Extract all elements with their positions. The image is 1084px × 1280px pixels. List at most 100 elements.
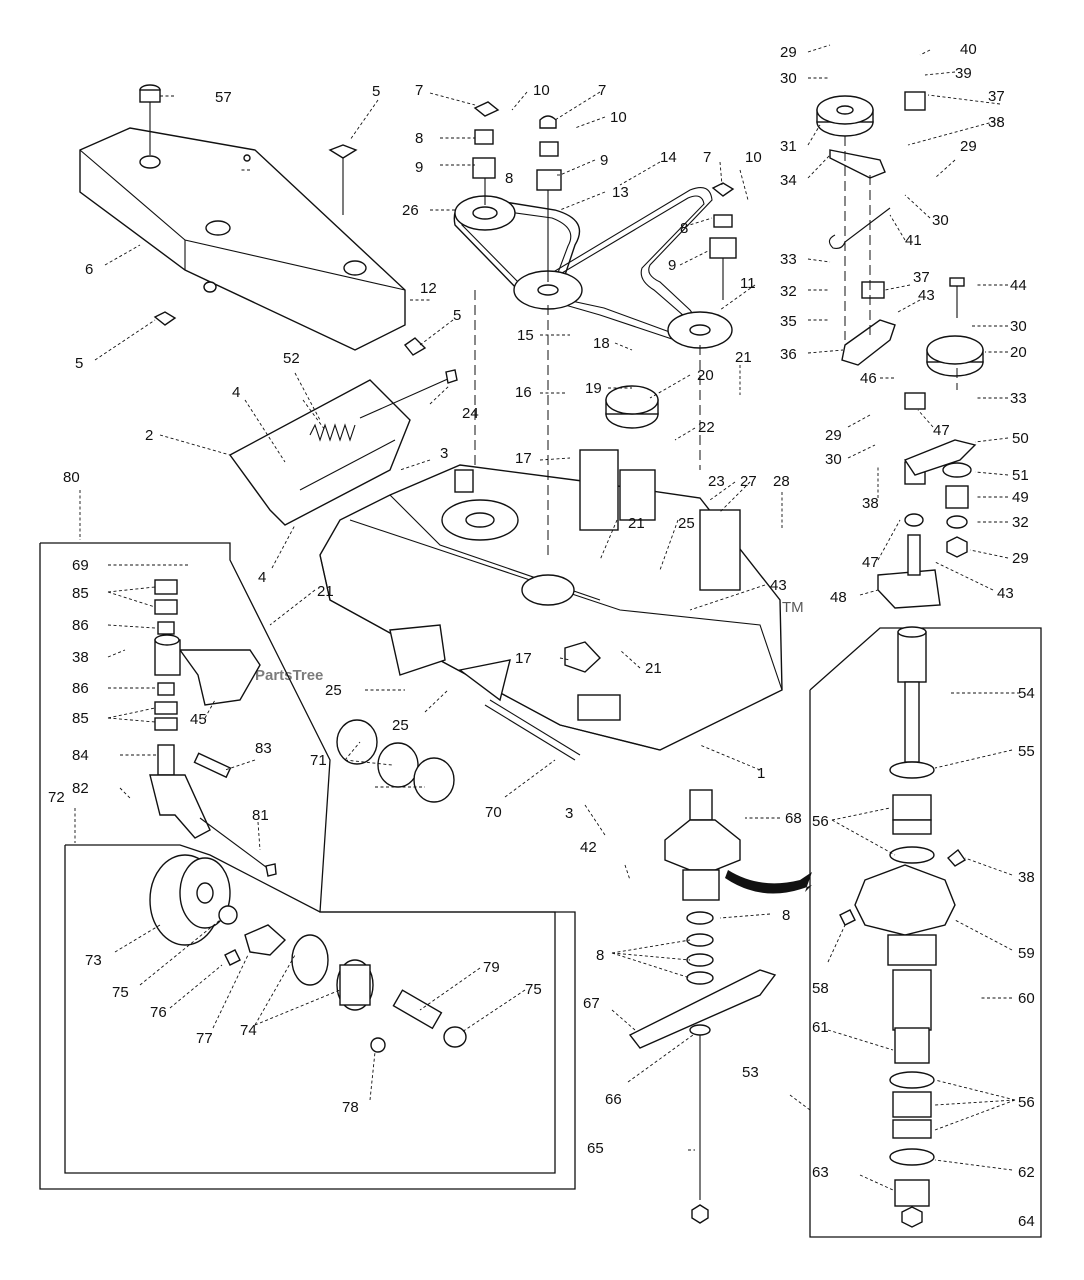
idler-arm-34	[829, 149, 886, 179]
callout-41: 41	[905, 232, 922, 249]
callout-1: 1	[757, 765, 765, 782]
fitting-76	[224, 949, 241, 966]
callout-32: 32	[780, 283, 797, 300]
knob-5-top	[328, 144, 358, 215]
callout-25: 25	[392, 717, 409, 734]
callout-17: 17	[515, 450, 532, 467]
callout-74: 74	[240, 1022, 257, 1039]
callout-67: 67	[583, 995, 600, 1012]
blade-67	[628, 969, 777, 1049]
callout-78: 78	[342, 1099, 359, 1116]
callout-64: 64	[1018, 1213, 1035, 1230]
spindle-assembly-box	[809, 627, 1042, 1238]
callout-75: 75	[112, 984, 129, 1001]
wheel-73	[149, 854, 231, 946]
callout-3: 3	[565, 805, 573, 822]
callout-53: 53	[742, 1064, 759, 1081]
leader-lines	[74, 44, 1020, 1191]
bolt-44	[949, 277, 965, 318]
callout-72: 72	[48, 789, 65, 806]
callout-19: 19	[585, 380, 602, 397]
callout-21: 21	[628, 515, 645, 532]
callout-66: 66	[605, 1091, 622, 1108]
callout-21: 21	[317, 583, 334, 600]
pulley-20-right	[926, 335, 984, 377]
callout-25: 25	[678, 515, 695, 532]
callout-5: 5	[372, 83, 380, 100]
callout-15: 15	[517, 327, 534, 344]
callout-8: 8	[782, 907, 790, 924]
callout-40: 40	[960, 41, 977, 58]
callout-47: 47	[862, 554, 879, 571]
callout-55: 55	[1018, 743, 1035, 760]
callout-33: 33	[780, 251, 797, 268]
callout-52: 52	[283, 350, 300, 367]
callout-8: 8	[505, 170, 513, 187]
spacer-37	[861, 91, 926, 299]
caster-spacers	[154, 579, 178, 731]
bumper-wheels-71	[336, 719, 455, 803]
callout-10: 10	[533, 82, 550, 99]
callout-47: 47	[933, 422, 950, 439]
callout-7: 7	[415, 82, 423, 99]
callout-26: 26	[402, 202, 419, 219]
trademark-mark: TM	[782, 599, 804, 616]
pulley-11	[667, 311, 733, 349]
arm-50	[903, 439, 977, 476]
eyebolt-41	[828, 207, 891, 249]
knob-5-left	[153, 311, 177, 326]
callout-82: 82	[72, 780, 89, 797]
callout-65: 65	[587, 1140, 604, 1157]
callout-85: 85	[72, 710, 89, 727]
callout-75: 75	[525, 981, 542, 998]
hub-77	[244, 924, 287, 956]
callout-70: 70	[485, 804, 502, 821]
callout-5: 5	[453, 307, 461, 324]
callout-3: 3	[440, 445, 448, 462]
callout-43: 43	[997, 585, 1014, 602]
bearing-75-left	[218, 905, 238, 925]
callout-63: 63	[812, 1164, 829, 1181]
callout-43: 43	[918, 287, 935, 304]
nut-78	[370, 1037, 386, 1053]
pin-83	[193, 752, 232, 779]
callout-23: 23	[708, 473, 725, 490]
axle-70	[484, 699, 581, 761]
bracket-48	[877, 513, 941, 609]
callout-48: 48	[830, 589, 847, 606]
spindle-housing-center	[664, 789, 741, 985]
callout-31: 31	[780, 138, 797, 155]
callout-43: 43	[770, 577, 787, 594]
callout-6: 6	[85, 261, 93, 278]
assembly-guide-lines	[474, 136, 958, 560]
callout-84: 84	[72, 747, 89, 764]
callout-8: 8	[680, 220, 688, 237]
hardware-stack-center	[536, 115, 562, 282]
pulley-31	[816, 95, 874, 137]
deck-cover	[79, 127, 406, 351]
caster-fork-84	[149, 744, 211, 839]
callout-10: 10	[745, 149, 762, 166]
callout-11: 11	[740, 275, 756, 292]
callout-28: 28	[773, 473, 790, 490]
callout-labels: 57 6 5 5 5 12 7 10 7 10 8 9 8 9 14 7 10 …	[48, 41, 1035, 1230]
callout-18: 18	[593, 335, 610, 352]
callout-8: 8	[596, 947, 604, 964]
callout-80: 80	[63, 469, 80, 486]
callout-86: 86	[72, 617, 89, 634]
callout-14: 14	[660, 149, 677, 166]
callout-68: 68	[785, 810, 802, 827]
callout-30: 30	[825, 451, 842, 468]
callout-59: 59	[1018, 945, 1035, 962]
callout-57: 57	[215, 89, 232, 106]
bearings-55-56	[889, 761, 935, 864]
callout-20: 20	[697, 367, 714, 384]
knob-5-right	[403, 337, 427, 356]
callout-21: 21	[645, 660, 662, 677]
callout-27: 27	[740, 473, 757, 490]
callout-21: 21	[735, 349, 752, 366]
callout-13: 13	[612, 184, 629, 201]
idler-arm-36	[841, 319, 896, 366]
callout-76: 76	[150, 1004, 167, 1021]
callout-36: 36	[780, 346, 797, 363]
